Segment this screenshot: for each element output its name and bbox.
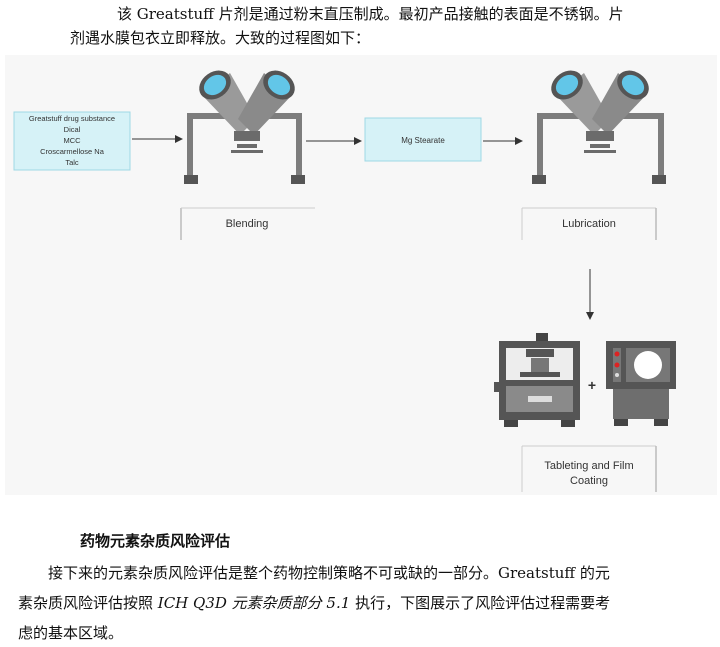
arrow-to-blender bbox=[132, 135, 183, 143]
arrow-down-to-tableting bbox=[586, 269, 594, 320]
input-material-4: Croscarmellose Na bbox=[40, 147, 105, 156]
stage-label-tableting-line1: Tableting and Film bbox=[544, 460, 633, 472]
lubrication-bracket bbox=[521, 207, 657, 240]
stage-label-lubrication: Lubrication bbox=[562, 218, 616, 230]
intro-line-1: 该 Greatstuff 片剂是通过粉末直压制成。最初产品接触的表面是不锈钢。片 bbox=[117, 5, 624, 23]
lubrication-blender-icon bbox=[532, 70, 666, 184]
input-material-2: Dical bbox=[64, 125, 81, 134]
blending-bracket bbox=[180, 207, 315, 240]
film-coater-icon bbox=[606, 341, 676, 426]
stage-label-blending: Blending bbox=[226, 218, 269, 230]
tablet-press-icon bbox=[494, 333, 580, 427]
section-line-2-end: 执行，下图展示了风险评估过程需要考 bbox=[350, 594, 611, 612]
section-line-2: 素杂质风险评估按照 ICH Q3D 元素杂质部分 5.1 执行，下图展示了风险评… bbox=[18, 589, 610, 617]
section-heading: 药物元素杂质风险评估 bbox=[80, 532, 231, 550]
input-material-1: Greatstuff drug substance bbox=[29, 114, 115, 123]
input-material-5: Talc bbox=[65, 158, 79, 167]
v-blender-icon bbox=[184, 70, 305, 184]
process-diagram: Greatstuff drug substance Dical MCC Cros… bbox=[5, 55, 717, 495]
section-line-3: 虑的基本区域。 bbox=[18, 624, 124, 642]
ich-q3d-reference: ICH Q3D 元素杂质部分 5.1 bbox=[157, 594, 351, 612]
section-line-2-start: 素杂质风险评估按照 bbox=[18, 594, 158, 612]
stage-label-tableting-line2: Coating bbox=[570, 475, 608, 487]
mg-stearate-label: Mg Stearate bbox=[401, 136, 445, 145]
intro-line-2: 剂遇水膜包衣立即释放。大致的过程图如下： bbox=[70, 29, 371, 47]
arrow-to-mg-stearate bbox=[306, 137, 362, 145]
tableting-bracket bbox=[521, 445, 657, 492]
input-material-3: MCC bbox=[63, 136, 81, 145]
section-line-1: 接下来的元素杂质风险评估是整个药物控制策略不可或缺的一部分。Greatstuff… bbox=[48, 564, 610, 582]
arrow-to-lubricator bbox=[483, 137, 523, 145]
plus-sign: + bbox=[588, 377, 596, 393]
input-materials-box bbox=[13, 111, 131, 171]
mg-stearate-box bbox=[364, 117, 482, 162]
